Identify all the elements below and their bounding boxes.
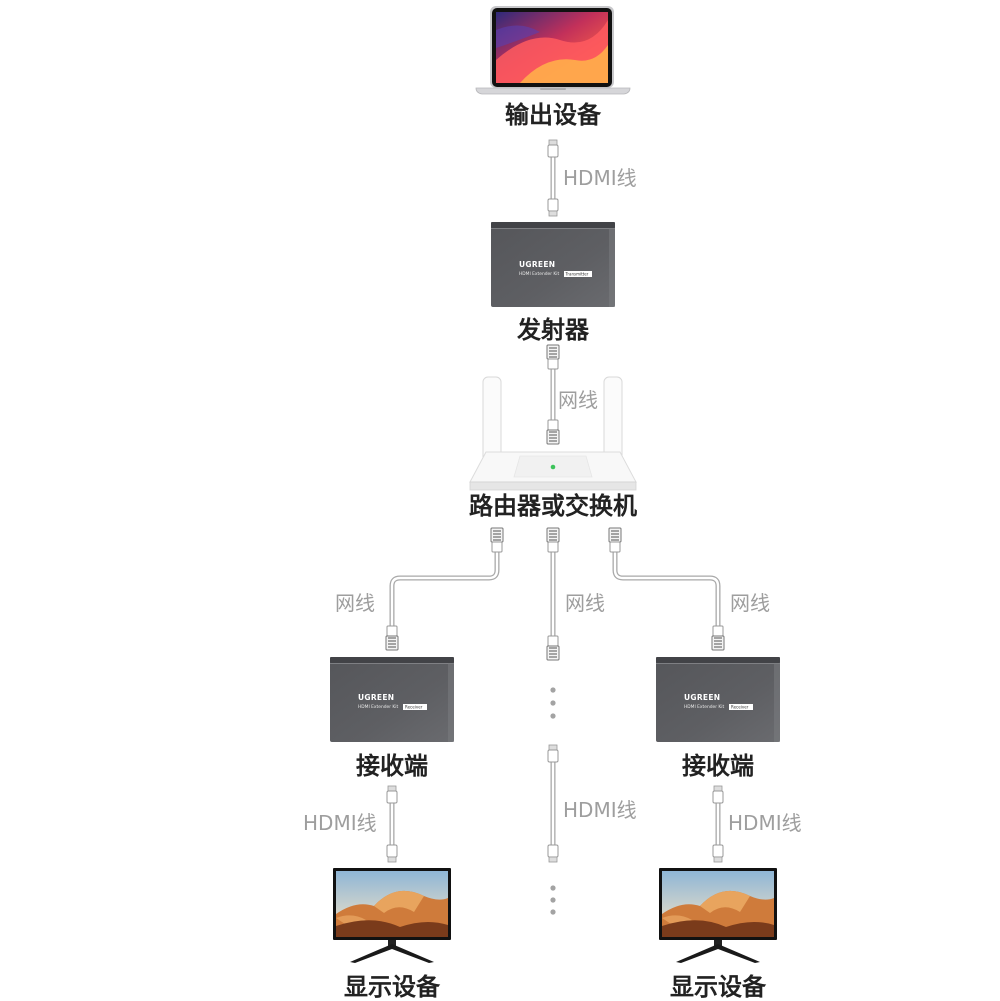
rj45-connector-icon	[546, 635, 560, 661]
cable-label-ethernet-right: 网线	[730, 591, 770, 615]
more-displays-ellipsis-icon	[550, 885, 556, 915]
rj45-connector-icon	[608, 527, 622, 553]
hdmi-connector-icon	[386, 785, 398, 804]
receiver-badge-text: Receiver	[731, 705, 749, 710]
cable-label-ethernet-middle: 网线	[565, 591, 605, 615]
receiver-model: HDMI Extender Kit	[358, 704, 399, 710]
cable-label-hdmi-middle: HDMI线	[563, 798, 637, 822]
hdmi-connector-icon	[547, 844, 559, 863]
rj45-connector-icon	[546, 344, 560, 370]
hdmi-connector-icon	[386, 844, 398, 863]
receiver-model: HDMI Extender Kit	[684, 704, 725, 710]
more-receivers-ellipsis-icon	[550, 687, 556, 719]
ethernet-cable-switch-to-receiver-right	[608, 527, 725, 651]
rj45-connector-icon	[546, 527, 560, 553]
rj45-connector-icon	[711, 625, 725, 651]
hdmi-cable-receiver-right-to-display	[712, 785, 724, 863]
cable-label-hdmi-right: HDMI线	[728, 811, 802, 835]
receiver-brand: UGREEN	[358, 693, 394, 702]
transmitter-label: 发射器	[517, 316, 589, 344]
monitor-display-icon	[659, 868, 777, 963]
transmitter-badge-text: Transmitter	[565, 272, 589, 277]
cable-label-ethernet-left: 网线	[335, 591, 375, 615]
router-switch-icon	[469, 376, 637, 491]
switch-label: 路由器或交换机	[469, 492, 637, 520]
status-led	[550, 464, 556, 470]
laptop-output-device-icon	[475, 6, 631, 95]
hdmi-connector-icon	[547, 744, 559, 763]
receiver-device-right: UGREEN HDMI Extender Kit Receiver	[655, 656, 781, 743]
transmitter-badge	[564, 271, 592, 277]
rj45-connector-icon	[490, 527, 504, 553]
hdmi-connector-icon	[547, 198, 559, 217]
receiver-badge	[729, 704, 753, 710]
hdmi-cable-more-to-display	[547, 744, 559, 863]
transmitter-device: UGREEN HDMI Extender Kit Transmitter	[490, 221, 616, 308]
transmitter-model: HDMI Extender Kit	[519, 271, 560, 277]
hdmi-cable-source-to-transmitter	[547, 139, 559, 217]
ethernet-cable-switch-to-receiver-left	[385, 527, 504, 651]
hdmi-cable-receiver-left-to-display	[386, 785, 398, 863]
hdmi-connector-icon	[712, 785, 724, 804]
monitor-display-icon	[333, 868, 451, 963]
receiver-brand: UGREEN	[684, 693, 720, 702]
display-label-right: 显示设备	[670, 973, 766, 1001]
hdmi-connector-icon	[712, 844, 724, 863]
cable-label-hdmi-left: HDMI线	[303, 811, 377, 835]
receiver-badge-text: Receiver	[405, 705, 423, 710]
receiver-badge	[403, 704, 427, 710]
source-device-label: 输出设备	[505, 101, 601, 129]
receiver-label-right: 接收端	[682, 752, 754, 780]
rj45-connector-icon	[546, 419, 560, 445]
ethernet-cable-transmitter-to-switch	[546, 344, 560, 445]
cable-label-ethernet-transmitter: 网线	[558, 388, 598, 412]
cable-label-hdmi-source: HDMI线	[563, 166, 637, 190]
receiver-device-left: UGREEN HDMI Extender Kit Receiver	[329, 656, 455, 743]
hdmi-connector-icon	[547, 139, 559, 158]
transmitter-brand: UGREEN	[519, 260, 555, 269]
rj45-connector-icon	[385, 625, 399, 651]
display-label-left: 显示设备	[344, 973, 440, 1001]
ethernet-cable-switch-to-more	[546, 527, 560, 661]
receiver-label-left: 接收端	[356, 752, 428, 780]
